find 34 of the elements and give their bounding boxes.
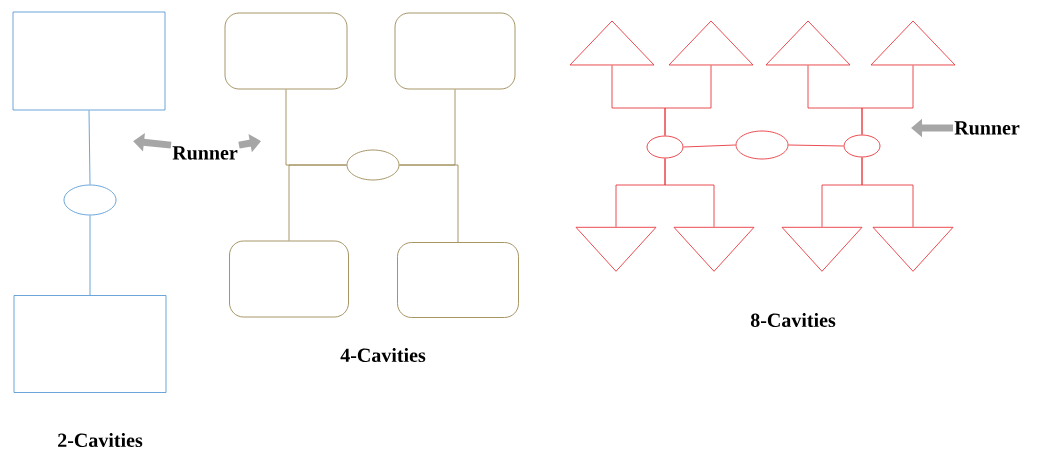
sprue-ellipse [346, 149, 400, 181]
sprue-ellipse [646, 135, 684, 159]
cavity-box [224, 12, 348, 90]
runner-label: Runner [954, 121, 1020, 135]
sprue-ellipse [735, 130, 789, 160]
cavity-box [394, 12, 516, 90]
sprue-ellipse [843, 134, 881, 158]
cavity-triangle [781, 226, 863, 272]
runner-line [788, 144, 844, 147]
cavity-triangle [872, 226, 954, 272]
runner-line [664, 158, 715, 228]
cavity-triangle [870, 20, 956, 66]
runner-line [683, 144, 736, 148]
cavity-triangle [575, 226, 657, 272]
cavity-box [13, 295, 167, 393]
cavity-triangle [569, 20, 655, 66]
cavity-triangle [668, 20, 754, 66]
cavity-box [12, 11, 166, 111]
runner-line [861, 157, 914, 228]
runner-line [664, 64, 712, 136]
runner-line [89, 215, 91, 296]
runner-line [88, 110, 91, 185]
caption: 4-Cavities [340, 347, 426, 363]
sprue-ellipse [63, 184, 117, 216]
runner-line [399, 164, 459, 243]
cavity-triangle [673, 226, 755, 272]
cavity-triangle [765, 20, 851, 66]
caption: 2-Cavities [58, 432, 143, 448]
runner-label: Runner [172, 146, 238, 160]
runner-line [288, 164, 347, 241]
cavity-box [229, 240, 349, 318]
runner-line [861, 64, 914, 135]
cavity-box [397, 242, 519, 318]
caption: 8-Cavities [750, 312, 836, 328]
